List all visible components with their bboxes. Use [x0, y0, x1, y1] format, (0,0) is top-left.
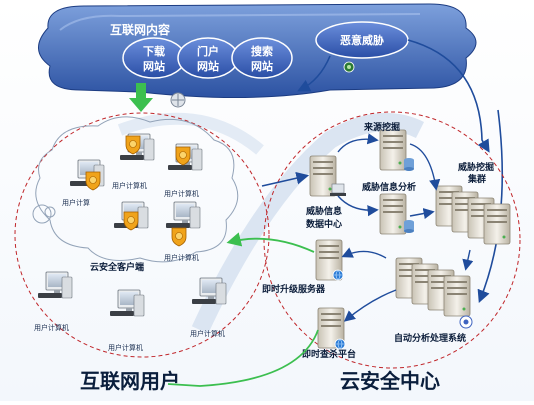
arrow-datacenter-to-source [337, 133, 379, 153]
pc-label: 用户计算机 [34, 323, 69, 332]
download-flow-arrow [129, 83, 153, 112]
arrow-query-to-users [167, 329, 319, 387]
auto-analysis-cluster [395, 257, 471, 317]
threat-arrow-to-users [297, 55, 331, 92]
download-site-label-1: 下载 [143, 44, 165, 58]
arrow-analysis-to-cluster [409, 207, 435, 220]
client-cloud-outline [35, 116, 239, 263]
database-icon [404, 158, 414, 171]
shield-icon [171, 227, 187, 247]
source-mining-label: 来源挖掘 [363, 121, 400, 133]
user-pc [191, 277, 227, 305]
source-mining-server [379, 129, 407, 171]
arrow-auto-to-upgrade [341, 247, 387, 259]
database-icon [404, 220, 414, 233]
pc-label: 用户计算机 [108, 343, 143, 352]
cloud-security-center-title: 云安全中心 [340, 369, 440, 393]
pc-label: 用户计算机 [164, 253, 199, 262]
bug-icon [170, 92, 186, 108]
portal-site-node: 门户 网站 [177, 37, 239, 79]
internet-content-title: 互联网内容 [110, 22, 170, 37]
upgrade-server-label: 即时升级服务器 [262, 283, 326, 295]
portal-site-label-1: 门户 [197, 44, 219, 58]
search-site-label-2: 网站 [251, 59, 273, 73]
arrow-auto-to-query [343, 289, 397, 322]
client-cloud-bubble [44, 206, 56, 218]
pc-label-short: 用户计算 [62, 198, 90, 207]
mining-cluster-label-2: 集群 [467, 173, 486, 185]
arrow-cluster-to-auto [462, 249, 474, 271]
globe-icon [332, 269, 344, 281]
threat-mining-cluster [435, 185, 511, 245]
threat-analysis-label: 威胁信息分析 [362, 181, 416, 193]
download-site-label-2: 网站 [143, 59, 165, 73]
virus-icon [343, 61, 355, 73]
user-pc [37, 271, 73, 299]
cloud-security-client-label: 云安全客户端 [90, 261, 144, 273]
malicious-threat-node: 恶意威胁 [315, 21, 409, 59]
threat-analysis-server [379, 193, 407, 235]
network-icon [459, 315, 473, 329]
pc-label: 用户计算机 [164, 189, 199, 198]
malicious-threat-label: 恶意威胁 [340, 33, 384, 47]
arrow-datacenter-to-analysis [337, 195, 379, 217]
cloud-security-center-boundary [263, 111, 521, 369]
mining-cluster-label-1: 威胁挖掘 [458, 161, 494, 173]
search-site-label-1: 搜索 [251, 44, 273, 58]
internet-users-boundary [14, 112, 270, 358]
arrow-source-to-cluster [409, 143, 441, 191]
arrow-upgrade-to-clients [226, 232, 315, 253]
threat-arrow-to-cluster [407, 39, 490, 153]
data-center-label-2: 数据中心 [306, 218, 342, 230]
background-swirl [117, 112, 264, 155]
search-site-node: 搜索 网站 [231, 37, 293, 79]
user-pc [109, 289, 145, 317]
internet-users-title: 互联网用户 [80, 369, 180, 393]
auto-analysis-label: 自动分析处理系统 [394, 332, 466, 344]
pc-label: 用户计算机 [190, 329, 225, 338]
client-cloud-bubble [32, 204, 52, 224]
query-platform-label: 即时查杀平台 [302, 348, 356, 360]
arrow-client-to-datacenter [261, 171, 310, 187]
shield-icon [85, 171, 101, 191]
client-pc [165, 201, 201, 229]
portal-site-label-2: 网站 [197, 59, 219, 73]
globe-icon [334, 338, 346, 350]
pc-small-icon [330, 183, 346, 196]
data-center-label-1: 威胁信息 [306, 205, 342, 217]
download-site-node: 下载 网站 [122, 37, 186, 79]
pc-label: 用户计算机 [112, 181, 147, 190]
